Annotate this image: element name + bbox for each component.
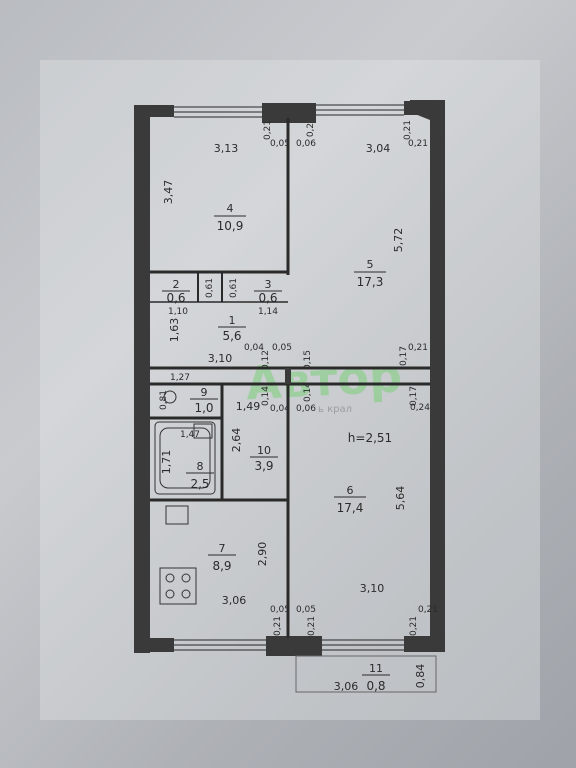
svg-text:0,04: 0,04 xyxy=(270,404,290,414)
room-3-area: 0,6 xyxy=(258,291,277,305)
fixtures xyxy=(154,390,216,605)
svg-text:1,47: 1,47 xyxy=(180,430,200,440)
svg-text:0,04: 0,04 xyxy=(244,343,264,353)
stove-icon xyxy=(159,567,197,605)
watermark-subtext: ь крал xyxy=(318,404,352,415)
svg-text:1,71: 1,71 xyxy=(160,450,173,475)
sink-icon xyxy=(193,423,213,439)
room-11-number: 11 xyxy=(369,662,383,675)
svg-text:0,06: 0,06 xyxy=(296,404,316,414)
room-8-number: 8 xyxy=(197,460,204,473)
dim-r5-width: 3,04 xyxy=(366,142,391,155)
svg-text:5,64: 5,64 xyxy=(394,486,407,511)
bathtub-icon xyxy=(154,421,216,495)
svg-text:1,14: 1,14 xyxy=(258,307,278,317)
svg-text:0,21: 0,21 xyxy=(408,343,428,353)
svg-text:2,90: 2,90 xyxy=(256,542,269,567)
room-11-area: 0,8 xyxy=(366,679,385,693)
room-10-number: 10 xyxy=(257,444,271,457)
svg-text:0,05: 0,05 xyxy=(270,139,290,149)
room-4-area: 10,9 xyxy=(217,219,244,233)
svg-text:1,49: 1,49 xyxy=(236,400,261,413)
dim-r4-width: 3,13 xyxy=(214,142,239,155)
svg-text:1,27: 1,27 xyxy=(170,373,190,383)
svg-text:0,17: 0,17 xyxy=(399,346,409,366)
svg-text:0,2: 0,2 xyxy=(306,123,316,137)
room-6-area: 17,4 xyxy=(337,501,364,515)
room-10-area: 3,9 xyxy=(254,459,273,473)
dim-r5-height: 5,72 xyxy=(392,228,405,253)
svg-text:0,81: 0,81 xyxy=(159,390,169,410)
wall-right xyxy=(410,100,445,652)
outer-walls xyxy=(134,100,445,693)
svg-text:0,12: 0,12 xyxy=(261,350,271,370)
svg-text:2,64: 2,64 xyxy=(230,428,243,453)
room-1-number: 1 xyxy=(229,314,236,327)
svg-text:0,15: 0,15 xyxy=(303,350,313,370)
svg-text:3,06: 3,06 xyxy=(334,680,359,693)
svg-text:0,14: 0,14 xyxy=(261,386,271,406)
svg-text:0,21: 0,21 xyxy=(273,616,283,636)
svg-text:0,05: 0,05 xyxy=(296,605,316,615)
room-2-number: 2 xyxy=(173,278,180,291)
svg-text:0,21: 0,21 xyxy=(409,616,419,636)
room-9-area: 1,0 xyxy=(194,401,213,415)
svg-text:3,06: 3,06 xyxy=(222,594,247,607)
svg-text:0,21: 0,21 xyxy=(418,605,438,615)
svg-text:0,24: 0,24 xyxy=(410,403,430,413)
watermark-text: Автор xyxy=(245,348,404,410)
svg-text:0,17: 0,17 xyxy=(409,386,419,406)
room-5-area: 17,3 xyxy=(357,275,384,289)
room-labels: 4 10,9 5 17,3 2 0,6 3 0,6 1 5,6 9 1,0 10… xyxy=(162,202,392,693)
kitchen-sink-icon xyxy=(165,505,189,525)
svg-text:0,61: 0,61 xyxy=(229,278,239,298)
balcony-outline xyxy=(295,655,437,693)
wall-left xyxy=(134,105,150,653)
paper-sheet xyxy=(40,60,540,720)
svg-text:0,21: 0,21 xyxy=(408,139,428,149)
room-9-number: 9 xyxy=(201,386,208,399)
svg-text:0,05: 0,05 xyxy=(270,605,290,615)
svg-text:0,14: 0,14 xyxy=(303,382,313,402)
svg-text:0,05: 0,05 xyxy=(272,343,292,353)
svg-text:0,21: 0,21 xyxy=(403,120,413,140)
room-7-number: 7 xyxy=(219,542,226,555)
svg-text:3,10: 3,10 xyxy=(360,582,385,595)
dim-r4-height: 3,47 xyxy=(162,180,175,205)
dimension-labels: 3,13 3,47 3,04 5,72 0,21 0,05 0,2 0,06 0… xyxy=(159,120,438,693)
room-6-number: 6 xyxy=(347,484,354,497)
room-5-number: 5 xyxy=(367,258,374,271)
svg-text:3,10: 3,10 xyxy=(208,352,233,365)
svg-text:0,21: 0,21 xyxy=(307,616,317,636)
svg-text:0,84: 0,84 xyxy=(414,664,427,689)
room-1-area: 5,6 xyxy=(222,329,241,343)
room-2-area: 0,6 xyxy=(166,291,185,305)
svg-text:1,10: 1,10 xyxy=(168,307,188,317)
svg-text:0,21: 0,21 xyxy=(263,120,273,140)
room-3-number: 3 xyxy=(265,278,272,291)
svg-text:1,63: 1,63 xyxy=(168,318,181,343)
room-4-number: 4 xyxy=(227,202,234,215)
room-8-area: 2,5 xyxy=(190,477,209,491)
room-7-area: 8,9 xyxy=(212,559,231,573)
ceiling-height-label: h=2,51 xyxy=(348,431,392,445)
svg-text:0,06: 0,06 xyxy=(296,139,316,149)
svg-text:0,61: 0,61 xyxy=(205,278,215,298)
inner-walls xyxy=(150,118,430,638)
toilet-icon xyxy=(163,390,177,404)
watermark: Автор ь крал xyxy=(245,348,404,415)
